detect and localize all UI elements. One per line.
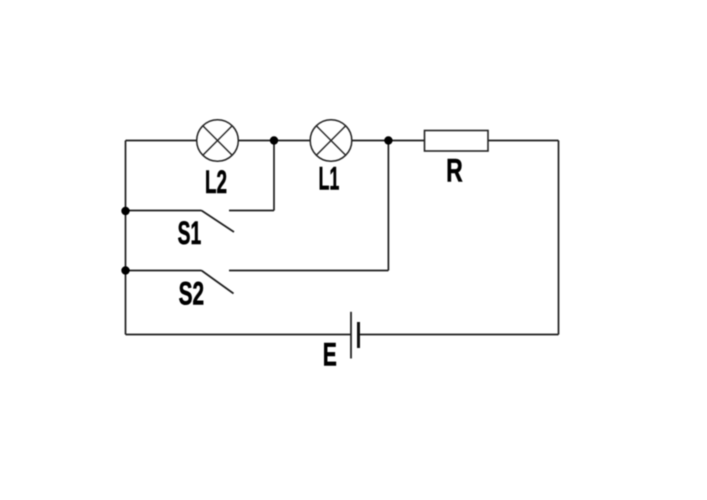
svg-text:E: E <box>323 336 337 373</box>
svg-text:R: R <box>446 153 463 189</box>
svg-text:L2: L2 <box>205 164 227 201</box>
svg-text:S2: S2 <box>179 276 204 312</box>
svg-text:L1: L1 <box>318 163 339 198</box>
svg-text:S1: S1 <box>178 215 201 251</box>
